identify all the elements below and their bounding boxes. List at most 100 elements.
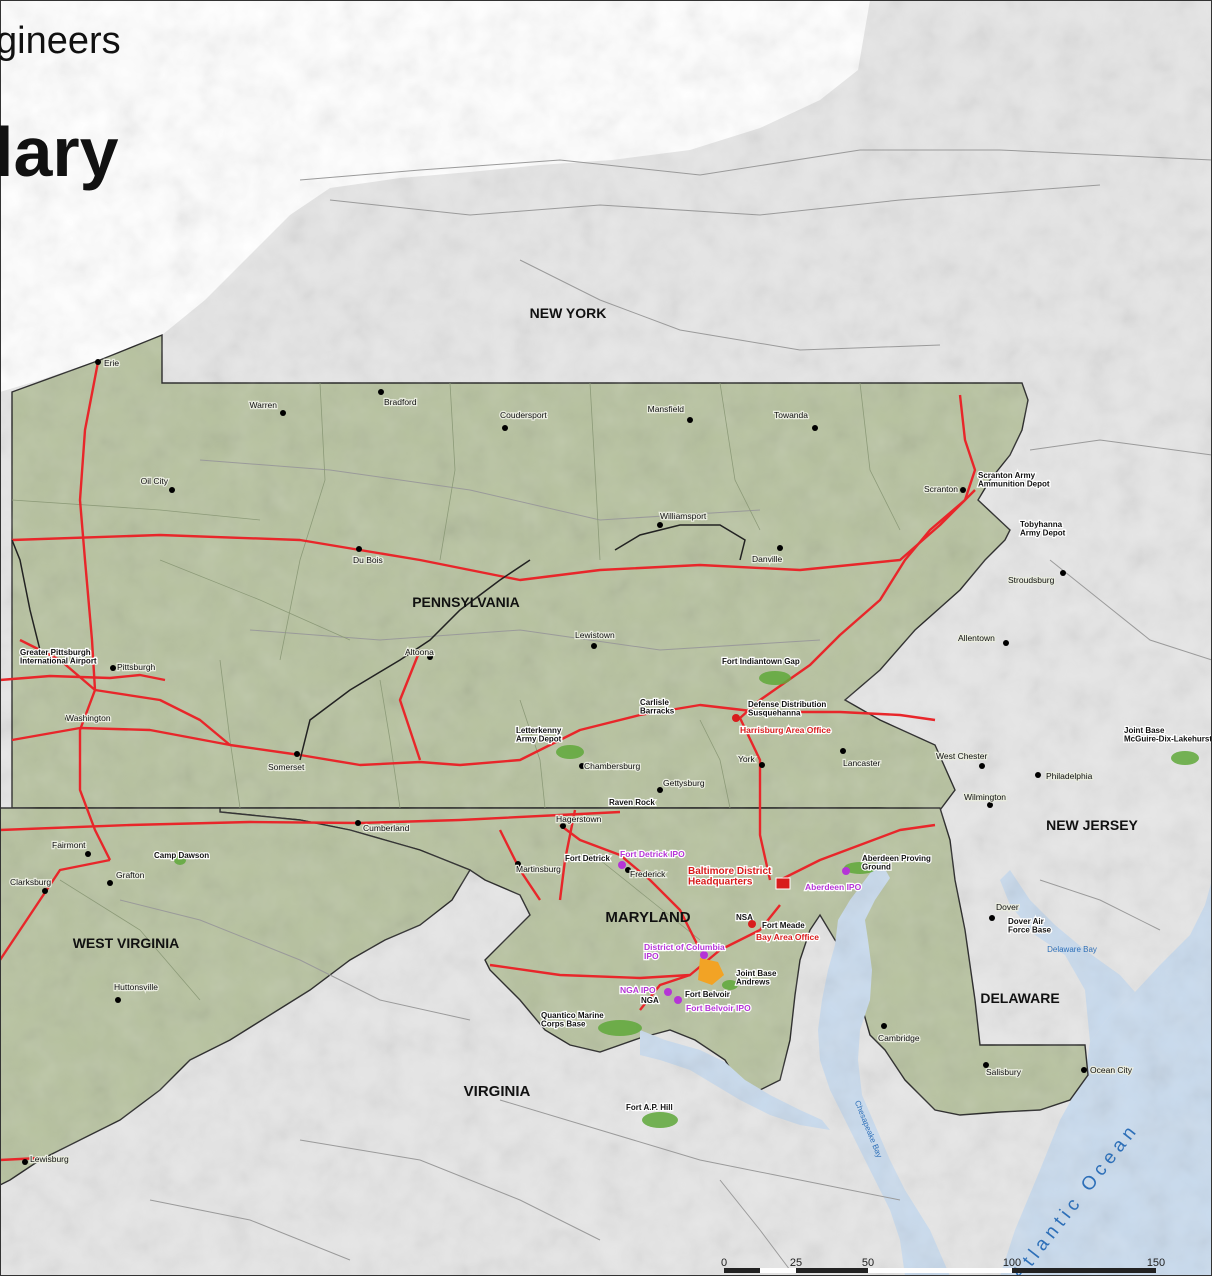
- city-dot-grafton: [107, 880, 113, 886]
- scale-tick-0: 0: [721, 1257, 727, 1269]
- city-label-hagerstown: Hagerstown: [556, 814, 602, 824]
- city-dot-dover: [989, 915, 995, 921]
- office-marker-dc-ipo: [700, 951, 708, 959]
- city-label-pittsburgh: Pittsburgh: [117, 662, 156, 672]
- state-label-west-virginia: WEST VIRGINIA: [73, 935, 180, 951]
- city-label-somerset: Somerset: [268, 762, 305, 772]
- city-dot-oil-city: [169, 487, 175, 493]
- header-line-1: gineers: [0, 20, 121, 62]
- city-label-scranton: Scranton: [924, 484, 958, 494]
- installation-label-fort-ap-hill: Fort A.P. Hill: [626, 1103, 673, 1112]
- city-label-philadelphia: Philadelphia: [1046, 771, 1093, 781]
- scale-tick-25: 25: [790, 1257, 802, 1269]
- city-label-lewistown: Lewistown: [575, 630, 615, 640]
- city-dot-huttonsville: [115, 997, 121, 1003]
- office-marker-harrisburg-ao: [732, 714, 740, 722]
- city-dot-philadelphia: [1035, 772, 1041, 778]
- city-label-lewisburg: Lewisburg: [30, 1154, 69, 1164]
- state-label-new-york: NEW YORK: [530, 305, 607, 321]
- city-dot-allentown: [1003, 640, 1009, 646]
- city-label-ocean-city: Ocean City: [1090, 1065, 1133, 1075]
- city-dot-lewisburg: [22, 1159, 28, 1165]
- office-label-bay-area-office: Bay Area Office: [756, 932, 819, 942]
- city-label-gettysburg: Gettysburg: [663, 778, 705, 788]
- office-marker-fort-belvoir-ipo: [674, 996, 682, 1004]
- city-dot-mansfield: [687, 417, 693, 423]
- city-label-grafton: Grafton: [116, 870, 145, 880]
- city-dot-bradford: [378, 389, 384, 395]
- office-label-fort-belvoir-ipo: Fort Belvoir IPO: [686, 1003, 751, 1013]
- city-dot-stroudsburg: [1060, 570, 1066, 576]
- installation-label-fort-belvoir: Fort Belvoir: [685, 990, 730, 999]
- city-label-huttonsville: Huttonsville: [114, 982, 158, 992]
- city-label-erie: Erie: [104, 358, 119, 368]
- office-marker-fort-detrick-ipo: [618, 861, 626, 869]
- boundary-lines: [11, 524, 746, 761]
- castle-icon: [775, 877, 791, 890]
- state-label-virginia: VIRGINIA: [464, 1083, 531, 1100]
- installation-label-fort-indiantown-gap: Fort Indiantown Gap: [722, 657, 800, 666]
- scale-bar-segment: [760, 1268, 796, 1273]
- city-dot-washington: [65, 715, 71, 721]
- city-label-altoona: Altoona: [405, 647, 434, 657]
- city-dot-pittsburgh: [110, 665, 116, 671]
- city-label-chambersburg: Chambersburg: [584, 761, 640, 771]
- city-dot-gettysburg: [657, 787, 663, 793]
- office-label-fort-detrick-ipo: Fort Detrick IPO: [620, 849, 685, 859]
- city-label-cambridge: Cambridge: [878, 1033, 920, 1043]
- city-dot-altoona: [427, 654, 433, 660]
- office-label-nga-ipo: NGA IPO: [620, 985, 656, 995]
- city-dot-york: [759, 762, 765, 768]
- scale-tick-150: 150: [1147, 1257, 1165, 1269]
- city-dot-chambersburg: [579, 763, 585, 769]
- city-label-salisbury: Salisbury: [986, 1067, 1022, 1077]
- city-dot-salisbury: [983, 1062, 989, 1068]
- installation-label-fort-meade: Fort Meade: [762, 921, 805, 930]
- city-dot-somerset: [294, 751, 300, 757]
- city-label-towanda: Towanda: [774, 410, 808, 420]
- secondary-roads: [119, 149, 1212, 1271]
- state-label-delaware: DELAWARE: [980, 990, 1059, 1006]
- city-dot-fairmont: [85, 851, 91, 857]
- city-dot-coudersport: [502, 425, 508, 431]
- office-marker-bay-area-office: [748, 920, 756, 928]
- scale-bar-segment: [868, 1268, 1012, 1273]
- city-label-warren: Warren: [249, 400, 277, 410]
- city-dot-erie: [95, 359, 101, 365]
- city-dot-cumberland: [355, 820, 361, 826]
- office-marker-nga-ipo: [664, 988, 672, 996]
- city-dot-warren: [280, 410, 286, 416]
- installation-label-nga: NGA: [641, 996, 659, 1005]
- city-label-washington: Washington: [66, 713, 111, 723]
- city-dot-lancaster: [840, 748, 846, 754]
- city-label-williamsport: Williamsport: [660, 511, 707, 521]
- installation-label-camp-dawson: Camp Dawson: [154, 851, 209, 860]
- city-label-dover: Dover: [996, 902, 1019, 912]
- dc-area: [698, 958, 724, 985]
- city-label-mansfield: Mansfield: [648, 404, 685, 414]
- city-label-frederick: Frederick: [630, 869, 666, 879]
- scale-tick-50: 50: [862, 1257, 874, 1269]
- installation-areas: [174, 671, 1199, 1128]
- state-label-maryland: MARYLAND: [605, 909, 690, 926]
- city-label-coudersport: Coudersport: [500, 410, 547, 420]
- scale-tick-100: 100: [1003, 1257, 1021, 1269]
- city-label-wilmington: Wilmington: [964, 792, 1006, 802]
- office-label-harrisburg-ao: Harrisburg Area Office: [740, 725, 831, 735]
- city-dot-clarksburg: [42, 888, 48, 894]
- city-label-york: York: [738, 754, 755, 764]
- installation-label-fort-detrick: Fort Detrick: [565, 854, 610, 863]
